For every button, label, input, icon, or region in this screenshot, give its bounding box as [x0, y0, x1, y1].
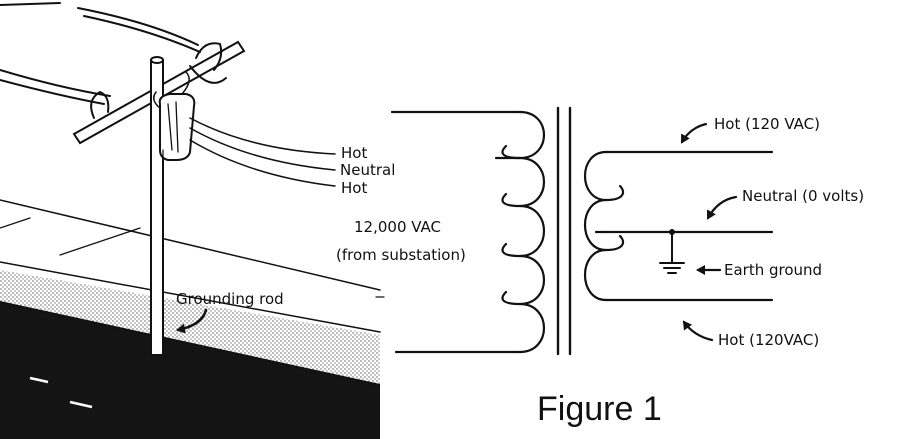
pole-transformer	[153, 71, 196, 161]
label-grounding-rod: Grounding rod	[176, 290, 284, 308]
label-primary-source: (from substation)	[336, 246, 466, 264]
label-top-hot: Hot (120 VAC)	[714, 115, 820, 133]
earth-ground-symbol	[659, 229, 685, 274]
service-drop-wires	[189, 117, 336, 187]
label-neutral-volts: Neutral (0 volts)	[742, 187, 864, 205]
label-bottom-hot: Hot (120VAC)	[718, 331, 819, 349]
figure-caption: Figure 1	[537, 390, 662, 428]
road	[0, 301, 381, 439]
label-neutral: Neutral	[340, 161, 395, 179]
top-hot-arrow	[680, 122, 708, 144]
utility-pole-illustration: Hot Neutral Hot Grounding rod	[0, 2, 395, 439]
transformer-core	[556, 106, 572, 356]
label-primary-voltage: 12,000 VAC	[354, 218, 441, 236]
power-lines	[0, 7, 201, 105]
label-earth-ground: Earth ground	[724, 261, 822, 279]
label-hot-upper: Hot	[341, 144, 367, 162]
label-hot-lower: Hot	[341, 179, 367, 197]
grounding-rod-arrow	[176, 308, 208, 334]
bottom-hot-arrow	[682, 320, 714, 342]
secondary-winding	[584, 150, 774, 302]
transformer-schematic: 12,000 VAC (from substation) Hot (120 VA…	[336, 106, 864, 356]
primary-winding	[390, 110, 545, 354]
neutral-arrow	[706, 195, 738, 220]
